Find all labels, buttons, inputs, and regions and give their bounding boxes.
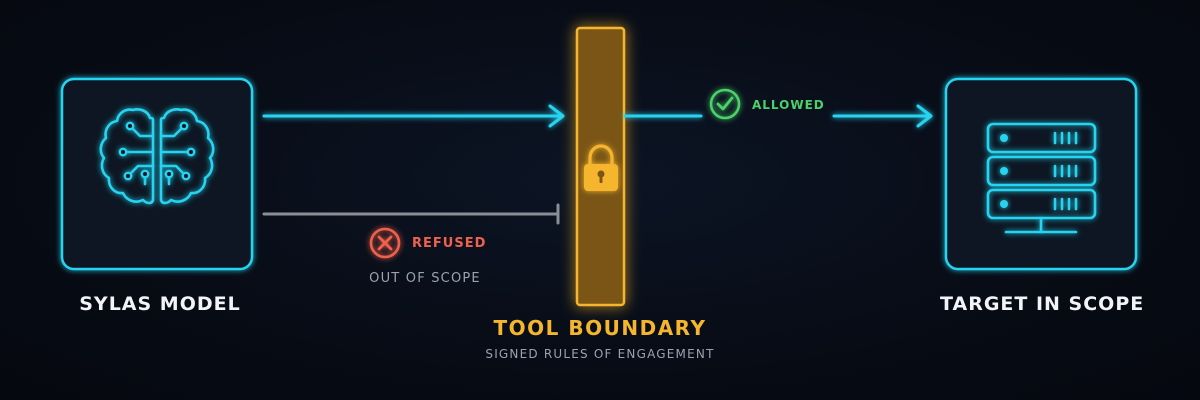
target-node (944, 77, 1138, 271)
allowed-arrow (623, 104, 933, 128)
x-circle-icon (369, 227, 401, 259)
out-of-scope-label: OUT OF SCOPE (369, 271, 481, 286)
model-label: SYLAS MODEL (79, 293, 241, 315)
check-circle-icon (709, 88, 741, 120)
refused-path (262, 203, 560, 225)
refused-label: REFUSED (412, 236, 487, 251)
server-status-lights (1000, 134, 1008, 208)
server-icon (986, 122, 1097, 234)
request-arrow (262, 104, 565, 128)
allowed-label: ALLOWED (752, 98, 825, 112)
model-node (60, 77, 254, 271)
target-label: TARGET IN SCOPE (940, 293, 1145, 315)
brain-circuit-icon (99, 108, 215, 205)
boundary-title: TOOL BOUNDARY (493, 316, 707, 340)
circuit-nodes (118, 121, 196, 181)
boundary-subtitle: SIGNED RULES OF ENGAGEMENT (485, 347, 715, 361)
lock-icon (584, 144, 618, 191)
